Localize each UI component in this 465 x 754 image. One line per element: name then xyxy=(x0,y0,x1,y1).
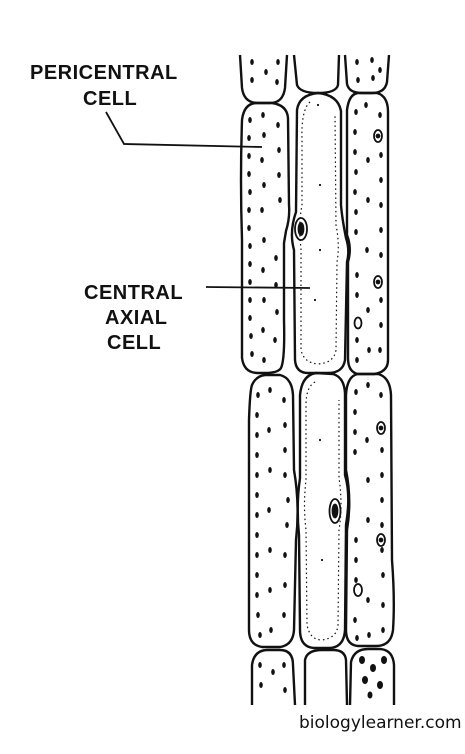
right-upper-cell xyxy=(345,91,390,376)
right-bottom-cell xyxy=(348,647,396,706)
pericentral-cell-label-line1: PERICENTRAL xyxy=(30,62,178,84)
center-top-cell xyxy=(292,54,341,95)
right-top-cell xyxy=(343,54,391,95)
left-lower-cell xyxy=(247,373,299,649)
central-axial-leader-line xyxy=(205,286,311,289)
watermark: biologylearner.com xyxy=(299,713,462,733)
central-upper-cell xyxy=(290,91,350,375)
pericentral-cell-label-line2: CELL xyxy=(83,88,138,110)
central-axial-cell-label-line2: AXIAL xyxy=(105,307,168,329)
left-top-cell xyxy=(238,54,289,105)
left-upper-cell xyxy=(239,101,291,375)
chloroplast-granules xyxy=(247,57,387,699)
center-bottom-cell xyxy=(303,648,349,706)
central-axial-cell-label-line3: CELL xyxy=(107,332,162,354)
pericentral-leader-line xyxy=(105,111,263,148)
right-lower-cell xyxy=(344,372,395,648)
central-upper-inner xyxy=(299,101,339,365)
left-bottom-cell xyxy=(250,648,297,706)
central-axial-cell-label-line1: CENTRAL xyxy=(84,282,184,304)
nuclei xyxy=(294,129,386,597)
